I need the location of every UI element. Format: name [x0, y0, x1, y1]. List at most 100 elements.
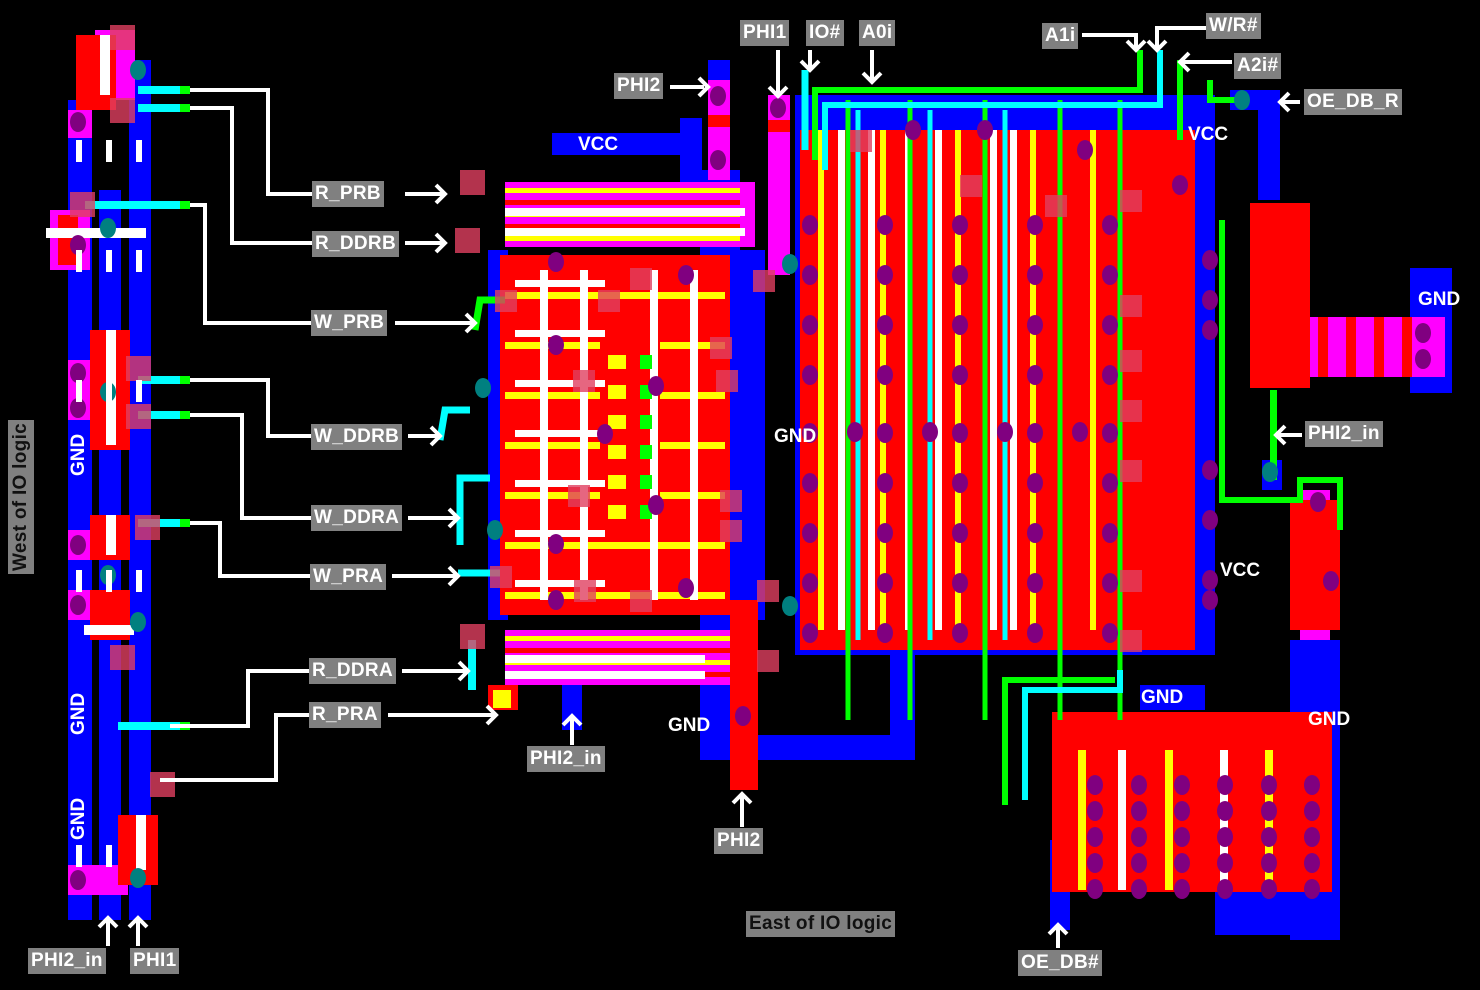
array-buried-contact	[1120, 460, 1142, 482]
signal-label-oe-db-r: OE_DB_R	[1304, 89, 1402, 115]
oe-driver-finger	[1078, 750, 1086, 890]
signal-label-w-ddrb: W_DDRB	[311, 424, 403, 450]
latch-buried-contact	[757, 650, 779, 672]
array-contact	[952, 473, 968, 493]
latch-buried-contact	[630, 268, 652, 290]
array-buried-contact	[1120, 190, 1142, 212]
latch-buried-contact	[716, 370, 738, 392]
oe-driver-finger	[1165, 750, 1173, 890]
oe-driver-contact	[1217, 827, 1233, 847]
array-contact	[877, 623, 893, 643]
array-buried-contact	[1120, 570, 1142, 592]
west-buried-contact	[110, 25, 135, 50]
latch-buried-col	[690, 270, 698, 600]
array-contact	[1027, 215, 1043, 235]
phi2-in-right-arrow-head	[1273, 424, 1287, 446]
west-contact	[70, 870, 86, 890]
array-contact	[1102, 423, 1118, 443]
net-label-gnd-bottom-right: GND	[1308, 709, 1351, 730]
a1i-arrow-head	[1125, 39, 1147, 53]
w-pra-arrow-head	[447, 565, 461, 587]
west-buried-strip	[100, 35, 110, 95]
latch-center-green	[640, 415, 652, 429]
west-wire-stub-end	[180, 411, 190, 419]
phi2-top-contact	[710, 150, 726, 170]
read-driver-poly-stripe	[505, 200, 740, 205]
west-contact	[70, 535, 86, 555]
array-contact	[952, 523, 968, 543]
signal-label-r-pra: R_PRA	[309, 702, 381, 728]
latch-buried-contact	[710, 337, 732, 359]
array-contact	[952, 423, 968, 443]
latch-buried-strip	[515, 430, 605, 437]
west-buried-contact	[70, 192, 95, 217]
east-region-label: East of IO logic	[746, 911, 896, 937]
array-contact	[877, 215, 893, 235]
latch-buried-contact	[490, 566, 512, 588]
array-contact	[997, 422, 1013, 442]
read-a-buried	[505, 655, 705, 663]
latch-buried-contact	[720, 520, 742, 542]
gnd-right-contact	[1415, 323, 1431, 343]
array-buried-col	[868, 130, 875, 630]
oe-driver-contact	[1217, 775, 1233, 795]
right-poly-finger	[1346, 317, 1356, 377]
array-contact	[877, 265, 893, 285]
array-buried-col	[990, 130, 997, 630]
signal-label-a1i: A1i	[1042, 23, 1079, 49]
latch-center-overlap	[608, 355, 626, 369]
west-contact	[70, 363, 86, 383]
array-contact	[1077, 140, 1093, 160]
r-ddra-wire	[468, 640, 476, 690]
signal-label-w-r-n: W/R#	[1206, 13, 1261, 39]
array-contact	[1027, 423, 1043, 443]
west-break-mark	[76, 845, 82, 867]
west-wire-stub-end	[180, 86, 190, 94]
array-contact	[1102, 315, 1118, 335]
west-wire-stub	[138, 104, 190, 112]
array-contact	[1027, 573, 1043, 593]
west-buried-contact	[135, 515, 160, 540]
callout-arrows	[76, 26, 1302, 948]
oe-driver-finger	[1118, 750, 1126, 890]
read-driver-poly-stripe	[505, 236, 740, 241]
array-contact	[1102, 623, 1118, 643]
a0i-wire	[812, 50, 1143, 160]
latch-via	[782, 254, 798, 274]
west-break-mark	[76, 570, 82, 592]
west-contact	[70, 112, 86, 132]
array-buried-contact	[1120, 400, 1142, 422]
west-wire-stub	[85, 201, 190, 209]
phi1-top-arrow-head	[767, 85, 789, 99]
oe-driver-contact	[1087, 801, 1103, 821]
vcc-lower-contact	[1310, 492, 1326, 512]
west-buried-strip	[46, 228, 146, 238]
signal-label-phi2-in-mid: PHI2_in	[527, 746, 605, 772]
oe-driver-contact	[1131, 827, 1147, 847]
r-ddra-route	[170, 669, 309, 728]
array-contact	[1102, 573, 1118, 593]
array-contact	[1202, 460, 1218, 480]
oe-db-r-drop	[1258, 100, 1280, 200]
west-via	[100, 218, 116, 238]
oe-driver-contact	[1261, 775, 1277, 795]
a2i-arrow-head	[1177, 51, 1191, 73]
latch-buried-col	[580, 270, 588, 600]
west-contact	[70, 398, 86, 418]
net-label-gnd-bottom-mid: GND	[1141, 687, 1184, 708]
array-poly-field	[800, 130, 1195, 650]
latch-buried-contact	[574, 580, 596, 602]
right-poly-finger	[1318, 317, 1328, 377]
array-buried-contact	[1045, 195, 1067, 217]
array-contact	[952, 573, 968, 593]
oe-driver-contact	[1304, 853, 1320, 873]
w-r-arrow-head	[1146, 39, 1168, 53]
right-poly-block	[1250, 203, 1310, 388]
oe-green-wire	[1002, 677, 1115, 805]
read-a-poly-stripe	[505, 648, 740, 653]
west-region-label: West of IO logic	[8, 419, 34, 574]
phi2-bottom-arrow-head	[731, 791, 753, 805]
r-prb-contact	[460, 170, 485, 195]
array-contact	[802, 265, 818, 285]
west-buried-strip	[136, 815, 146, 870]
